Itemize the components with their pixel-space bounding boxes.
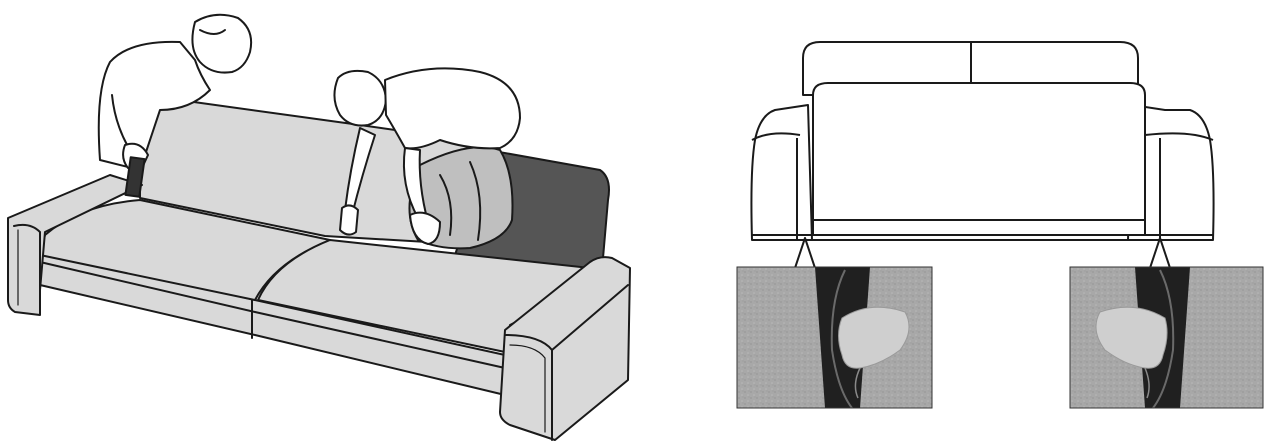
rear-back-panel <box>813 83 1145 235</box>
right-detail-photo <box>1070 267 1263 408</box>
sofa-rear-view-diagram <box>751 42 1213 268</box>
left-callout-pointer <box>795 238 815 268</box>
left-detail-photo <box>737 267 932 408</box>
right-person-left-hand <box>340 205 358 234</box>
right-callout-pointer <box>1150 238 1170 268</box>
sofa-cover-installation-illustration <box>8 15 630 440</box>
rear-left-arm <box>751 105 812 240</box>
